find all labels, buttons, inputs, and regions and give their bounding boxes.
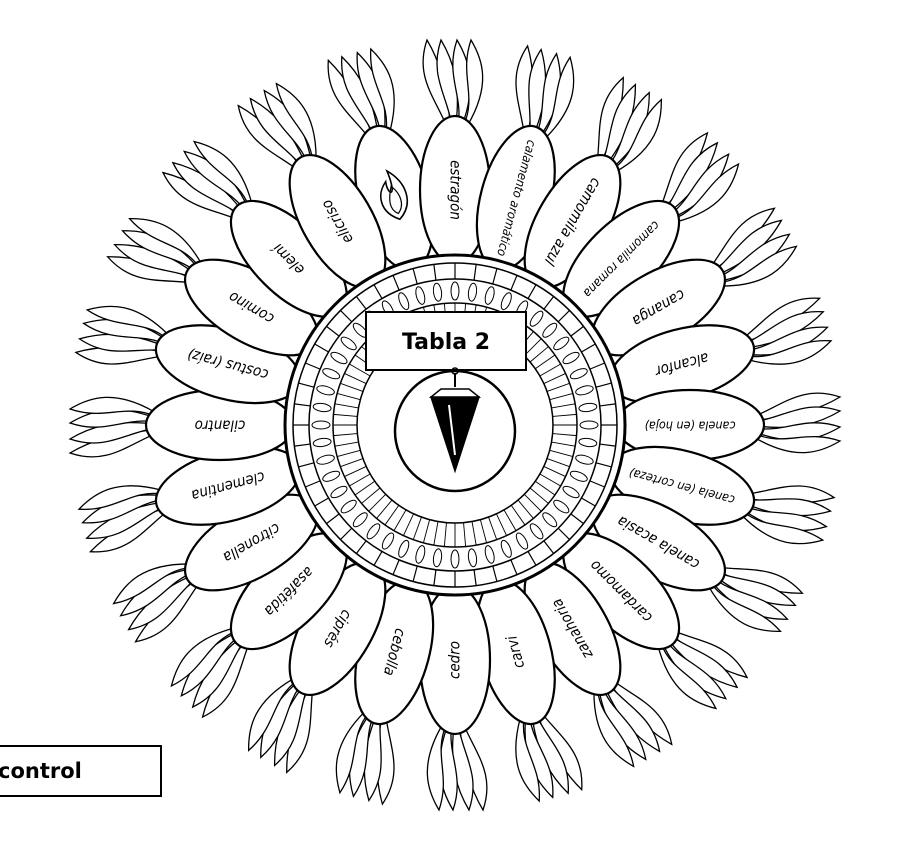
control-label: control	[0, 759, 82, 783]
control-box: control	[0, 745, 162, 797]
petal-label: canela (en hoja)	[644, 419, 735, 434]
chart-title: Tabla 2	[402, 330, 490, 355]
petal-label: estragón	[447, 160, 465, 220]
petal-label: cedro	[446, 641, 464, 679]
title-box: Tabla 2	[366, 312, 526, 370]
petal-label: cilantro	[195, 417, 246, 435]
